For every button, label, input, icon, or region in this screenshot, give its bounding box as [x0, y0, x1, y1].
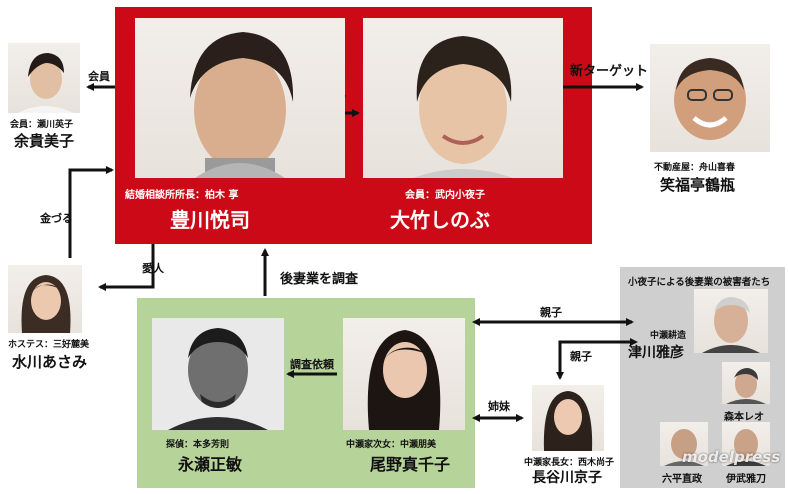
label-new-target: 新ターゲット [570, 64, 649, 79]
name-ibu: 伊武雅刀 [726, 474, 766, 485]
label-shimai: 姉妹 [488, 400, 510, 413]
label-oyako-2: 親子 [570, 350, 592, 363]
name-muhira: 六平直政 [662, 474, 702, 485]
name-tsurube: 笑福亭鶴瓶 [660, 176, 736, 194]
label-investigate: 後妻業を調査 [280, 272, 359, 287]
name-yo: 余貴美子 [14, 132, 75, 150]
arrow-oyako-2 [556, 338, 638, 380]
portrait-tsurube [650, 44, 770, 152]
role-toyokawa: 結婚相談所所長：柏木 享 [125, 190, 239, 201]
role-ono: 中瀬家次女：中瀬朋美 [346, 440, 437, 450]
arrow-kanezuru [68, 166, 114, 258]
label-chousa-irai: 調査依頼 [290, 358, 334, 371]
name-nagase: 永瀬正敏 [178, 455, 243, 474]
portrait-ibu [722, 422, 770, 466]
portrait-toyokawa [135, 18, 345, 178]
portrait-ono [343, 318, 465, 430]
name-toyokawa: 豊川悦司 [170, 208, 250, 232]
label-kaiin: 会員 [88, 70, 110, 83]
victims-title: 小夜子による後妻業の被害者たち [628, 277, 771, 288]
portrait-ootake [363, 18, 563, 178]
portrait-nagase [152, 318, 284, 430]
role-yo: 会員：瀬川英子 [10, 120, 74, 130]
name-ono: 尾野真千子 [370, 455, 451, 474]
name-mizukawa: 水川あさみ [12, 353, 88, 371]
watermark: modelpress [682, 448, 781, 466]
role-nagase: 探偵：本多芳則 [166, 440, 230, 450]
role-mizukawa: ホステス：三好麓美 [8, 340, 90, 350]
portrait-tsugawa [694, 289, 768, 353]
portrait-hasegawa [532, 385, 604, 451]
label-kanezuru: 金づる [40, 212, 73, 225]
role-tsurube: 不動産屋：舟山喜春 [654, 163, 736, 173]
portrait-morimoto [722, 362, 770, 404]
label-aijin: 愛人 [142, 262, 164, 275]
role-tsugawa: 中瀬耕造 [650, 331, 687, 341]
name-tsugawa: 津川雅彦 [628, 345, 684, 361]
label-oyako-1: 親子 [540, 306, 562, 319]
name-ootake: 大竹しのぶ [390, 208, 490, 232]
role-hasegawa: 中瀬家長女：西木尚子 [524, 458, 615, 468]
role-ootake: 会員：武内小夜子 [405, 190, 485, 201]
portrait-mizukawa [8, 265, 82, 333]
name-morimoto: 森本レオ [724, 412, 764, 423]
name-hasegawa: 長谷川京子 [532, 470, 602, 486]
portrait-muhira [660, 422, 708, 466]
portrait-yo [8, 43, 80, 113]
arrow-aijin [98, 244, 155, 291]
